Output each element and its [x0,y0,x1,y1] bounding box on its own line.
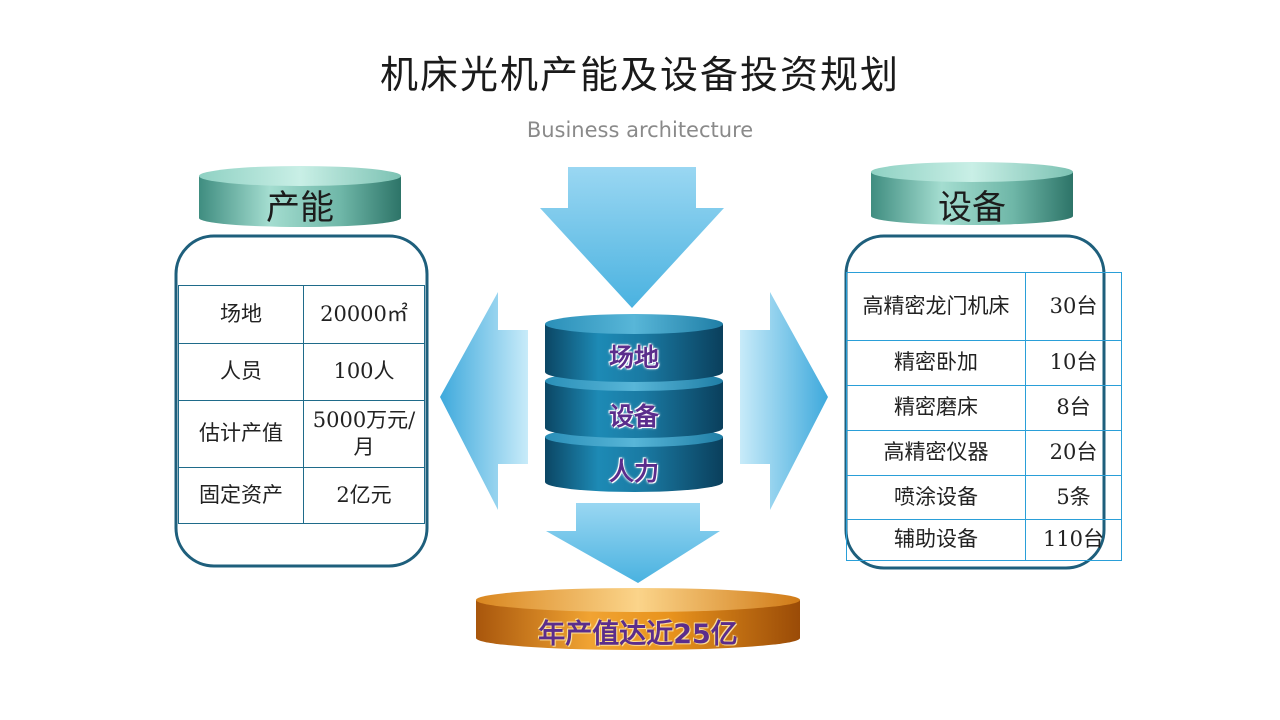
equipment-item-count: 30台 [1025,272,1122,341]
table-row: 固定资产 2亿元 [178,467,425,524]
page-subtitle: Business architecture [526,118,754,142]
table-row: 高精密仪器 20台 [846,430,1122,476]
equipment-item-count: 20台 [1025,430,1122,476]
capacity-item-value: 20000㎡ [303,285,425,344]
equipment-label: 设备 [938,188,1006,228]
capacity-item-name: 场地 [178,285,304,344]
capacity-item-value: 2亿元 [303,467,425,524]
page-title: 机床光机产能及设备投资规划 [379,53,900,97]
equipment-item-name: 高精密仪器 [846,430,1026,476]
table-row: 精密磨床 8台 [846,385,1122,431]
arrow-left [440,292,528,510]
resource-stack [545,314,723,492]
equipment-item-name: 高精密龙门机床 [846,272,1026,341]
capacity-item-name: 人员 [178,343,304,401]
capacity-table: 场地 20000㎡ 人员 100人 估计产值 5000万元/月 固定资产 2亿元 [178,285,425,524]
stack-label-equipment: 设备 [608,402,659,431]
table-row: 辅助设备 110台 [846,519,1122,561]
table-row: 高精密龙门机床 30台 [846,272,1122,341]
equipment-item-name: 喷涂设备 [846,475,1026,520]
table-row: 精密卧加 10台 [846,340,1122,386]
equipment-item-count: 110台 [1025,519,1122,561]
table-row: 估计产值 5000万元/月 [178,400,425,468]
capacity-item-value: 100人 [303,343,425,401]
equipment-item-count: 5条 [1025,475,1122,520]
stack-label-manpower: 人力 [608,457,659,486]
arrow-right [740,292,828,510]
equipment-item-count: 10台 [1025,340,1122,386]
equipment-item-name: 辅助设备 [846,519,1026,561]
arrow-down-bottom [546,503,720,583]
result-cylinder [476,588,800,650]
capacity-label: 产能 [266,188,334,228]
capacity-item-value: 5000万元/月 [303,400,425,468]
equipment-item-name: 精密卧加 [846,340,1026,386]
result-label: 年产值达近25亿 [538,619,738,650]
arrow-down-top [540,167,724,308]
equipment-table: 高精密龙门机床 30台 精密卧加 10台 精密磨床 8台 高精密仪器 20台 喷… [846,272,1122,561]
table-row: 场地 20000㎡ [178,285,425,344]
table-row: 喷涂设备 5条 [846,475,1122,520]
stack-label-site: 场地 [608,343,659,372]
equipment-header-cylinder [871,162,1073,225]
capacity-item-name: 估计产值 [178,400,304,468]
table-row: 人员 100人 [178,343,425,401]
capacity-header-cylinder [199,166,401,227]
capacity-item-name: 固定资产 [178,467,304,524]
equipment-item-name: 精密磨床 [846,385,1026,431]
equipment-item-count: 8台 [1025,385,1122,431]
